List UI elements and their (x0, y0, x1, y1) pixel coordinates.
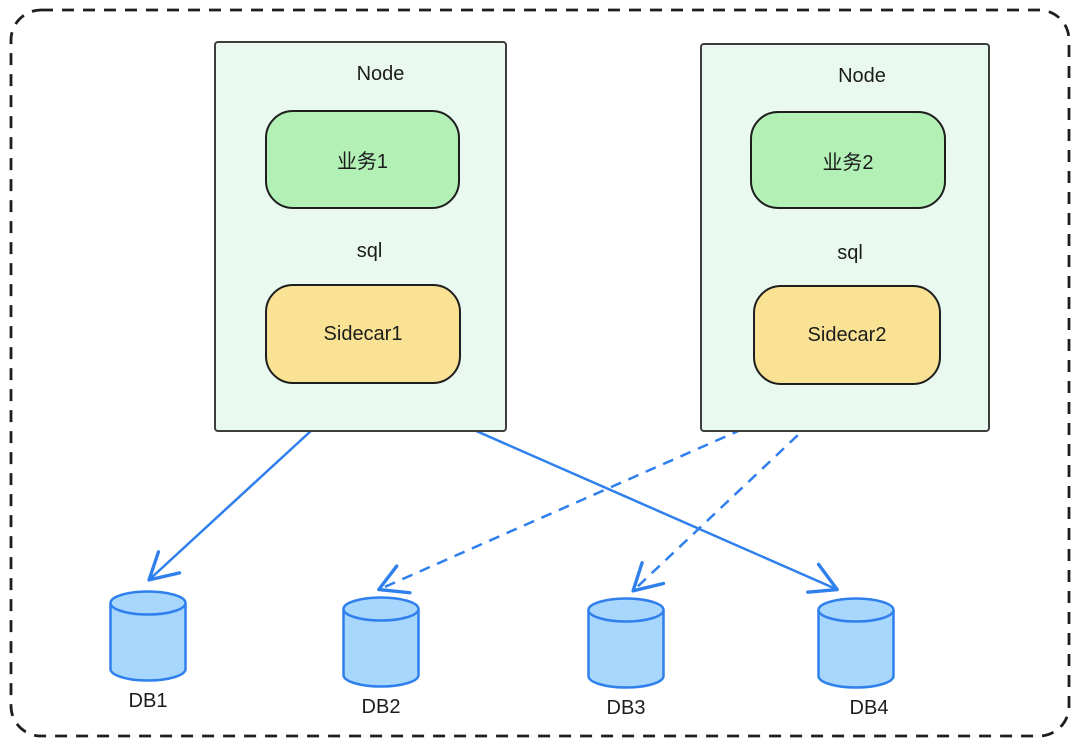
cylinder-top (109, 590, 187, 616)
database-db2-label: DB2 (361, 696, 401, 718)
sidecar-box-2-label: Sidecar2 (807, 323, 887, 346)
cylinder-body (342, 609, 420, 688)
database-db2[interactable]: DB2 (341, 596, 421, 718)
cylinder-body (817, 610, 895, 689)
database-db1-label: DB1 (128, 690, 168, 712)
database-db1[interactable]: DB1 (108, 590, 188, 712)
service-box-1[interactable]: 业务1 (265, 110, 460, 209)
cylinder-top (817, 597, 895, 623)
node-2-title: Node (838, 65, 886, 87)
service-box-2[interactable]: 业务2 (750, 111, 946, 209)
cylinder-body (587, 610, 665, 689)
node-1-title: Node (356, 63, 405, 85)
database-db3[interactable]: DB3 (586, 597, 666, 719)
cylinder-top (587, 597, 665, 623)
database-db4[interactable]: DB4 (816, 597, 896, 719)
node-box-1[interactable]: Node 业务1 sql Sidecar1 (214, 41, 507, 432)
database-cylinder-icon (342, 596, 420, 688)
database-db3-label: DB3 (606, 697, 646, 719)
sidecar-box-2[interactable]: Sidecar2 (753, 285, 941, 385)
database-cylinder-icon (109, 590, 187, 682)
database-cylinder-icon (587, 597, 665, 689)
service-box-1-label: 业务1 (336, 151, 389, 173)
cylinder-top (342, 596, 420, 622)
database-db4-label: DB4 (849, 697, 889, 719)
sidecar-box-1[interactable]: Sidecar1 (265, 284, 461, 384)
sql-label-2: sql (837, 242, 863, 264)
cylinder-body (109, 603, 187, 682)
service-box-2-label: 业务2 (822, 151, 874, 174)
sidecar-box-1-label: Sidecar1 (323, 322, 403, 345)
database-cylinder-icon (817, 597, 895, 689)
sql-label-1: sql (356, 240, 383, 262)
node-box-2[interactable]: Node 业务2 sql Sidecar2 (700, 43, 990, 432)
